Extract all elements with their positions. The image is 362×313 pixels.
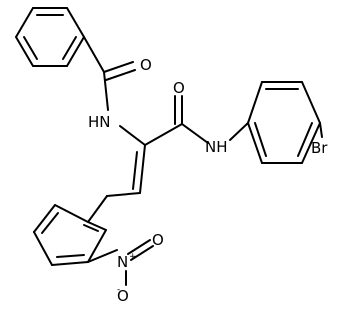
bond xyxy=(127,239,151,255)
nitrophenyl-ring xyxy=(33,195,118,266)
vinyl-backbone xyxy=(106,95,249,197)
bond xyxy=(297,122,313,157)
atom-label-o: O xyxy=(173,79,185,97)
bond xyxy=(301,122,321,164)
bromophenyl-ring xyxy=(247,81,323,164)
bond xyxy=(87,221,107,231)
atom-label-n: N xyxy=(117,253,128,271)
bond xyxy=(181,123,209,144)
atom-label-o: O xyxy=(152,231,164,249)
bond xyxy=(83,36,105,73)
bond xyxy=(301,81,321,124)
bond xyxy=(51,261,89,266)
bond xyxy=(66,7,85,38)
bond xyxy=(33,204,56,233)
atom-label-o: O xyxy=(140,56,152,74)
bond xyxy=(15,7,34,38)
bond xyxy=(87,229,107,263)
atom-label-br: Br xyxy=(311,139,328,157)
bond xyxy=(23,36,38,60)
benzoyl-phenyl-ring xyxy=(15,7,85,67)
atom-label-o: O xyxy=(117,287,129,305)
nitro-group xyxy=(125,239,154,286)
bond xyxy=(119,125,146,146)
bond xyxy=(103,71,109,111)
atom-label-nh: HN xyxy=(88,113,111,131)
bond xyxy=(319,122,323,138)
bond xyxy=(103,61,134,73)
bond xyxy=(254,122,267,157)
bond xyxy=(66,36,85,67)
bond xyxy=(87,249,118,263)
bond xyxy=(15,36,34,67)
bond xyxy=(62,36,77,60)
bond xyxy=(130,245,154,261)
bond xyxy=(41,212,59,234)
charge-plus: + xyxy=(129,252,137,262)
benzoyl-amide-group xyxy=(83,36,146,146)
bond xyxy=(247,81,263,124)
bond xyxy=(54,204,89,223)
bond xyxy=(87,195,108,223)
bond xyxy=(33,231,53,266)
bond xyxy=(106,192,141,197)
charge-minus: - xyxy=(117,285,120,295)
bond xyxy=(132,151,138,190)
bond xyxy=(139,144,146,194)
bond xyxy=(229,122,249,141)
bond xyxy=(247,122,263,164)
bond xyxy=(56,254,85,258)
bond xyxy=(83,224,99,232)
atom-label-nh: NH xyxy=(205,138,228,156)
bond xyxy=(144,123,183,146)
bond xyxy=(105,69,136,81)
